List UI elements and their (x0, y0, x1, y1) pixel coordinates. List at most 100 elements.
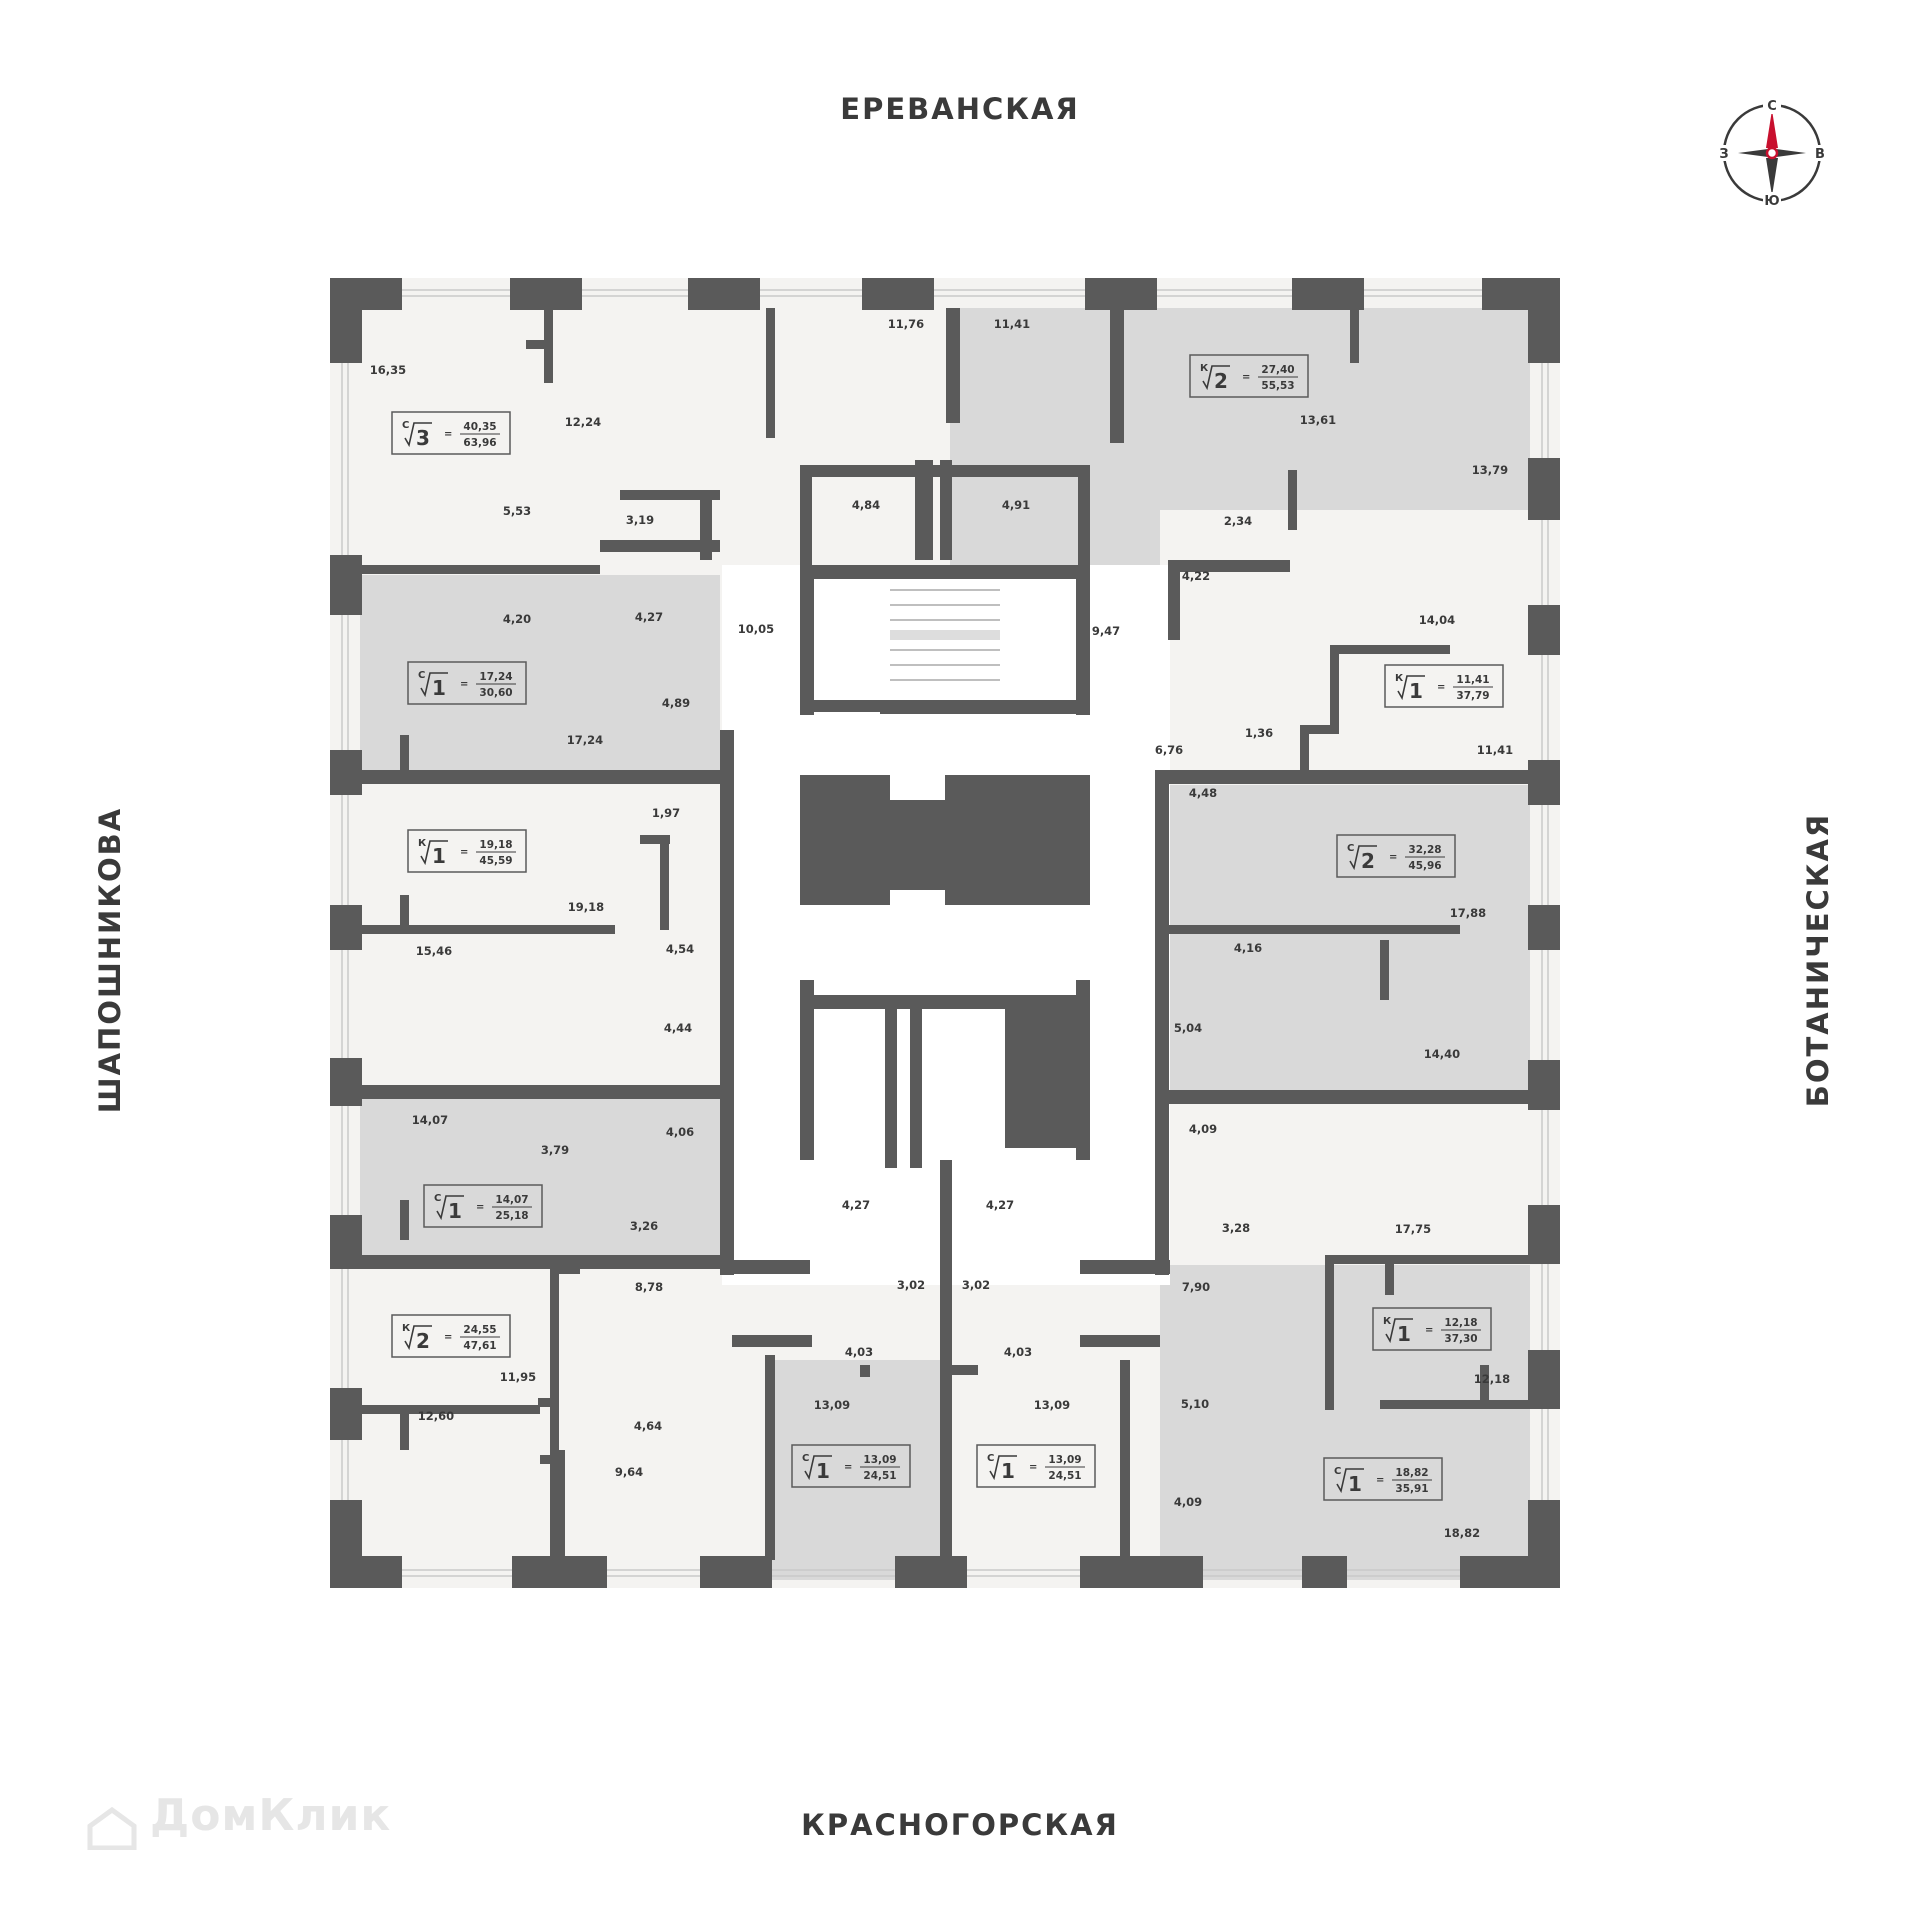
radical-sign (420, 840, 448, 866)
apartment-type: К (1395, 673, 1404, 684)
apartment-type: К (1383, 1316, 1392, 1327)
room-area: 13,61 (1300, 413, 1336, 427)
apartment-rooms: 1 (1348, 1472, 1362, 1496)
room-area: 14,04 (1419, 613, 1455, 627)
apartment-type: С (802, 1453, 809, 1464)
street-west: ШАПОШНИКОВА (93, 806, 127, 1114)
apartment-rooms: 2 (416, 1329, 430, 1353)
room-area: 13,09 (814, 1398, 850, 1412)
apartment-living-area: 24,55 (463, 1324, 496, 1336)
apartment-living-area: 17,24 (479, 671, 512, 683)
walls (330, 278, 1560, 1588)
apartment-equals: = (1376, 1475, 1384, 1486)
compass-needle-west (1738, 149, 1768, 157)
room-area: 6,76 (1155, 743, 1183, 757)
room-area: 17,88 (1450, 906, 1486, 920)
apartment-rooms: 1 (432, 676, 446, 700)
apartment-total-area: 45,59 (479, 855, 512, 867)
room-area: 7,90 (1182, 1280, 1210, 1294)
apartment-total-area: 45,96 (1408, 860, 1441, 872)
room-area: 4,84 (852, 498, 880, 512)
radical-sign (989, 1455, 1017, 1481)
apartment-equals: = (444, 429, 452, 440)
apartment-equals: = (1437, 682, 1445, 693)
room-area: 15,46 (416, 944, 452, 958)
radical-sign (404, 422, 432, 448)
compass-hub (1765, 146, 1779, 160)
compass-north-label: С (1767, 99, 1777, 114)
room-area: 4,64 (634, 1419, 662, 1433)
compass-south-label: Ю (1764, 194, 1779, 209)
apartment-equals: = (1389, 852, 1397, 863)
radical-sign (1397, 675, 1425, 701)
compass-needle-south (1766, 158, 1778, 196)
apartment-rooms: 1 (432, 844, 446, 868)
apartment-equals: = (460, 679, 468, 690)
room-area: 4,06 (666, 1125, 694, 1139)
room-area: 12,18 (1474, 1372, 1510, 1386)
apartment-living-area: 13,09 (1048, 1454, 1081, 1466)
apartment-living-area: 27,40 (1261, 364, 1294, 376)
radical-sign (404, 1325, 432, 1351)
apartment-equals: = (1425, 1325, 1433, 1336)
apartment-equals: = (844, 1462, 852, 1473)
room-area: 4,20 (503, 612, 531, 626)
apartment-living-area: 19,18 (479, 839, 512, 851)
grey-units (360, 308, 1530, 1580)
apartment-rooms: 1 (1397, 1322, 1411, 1346)
room-area: 3,26 (630, 1219, 658, 1233)
apartment-badge-frame (391, 411, 511, 455)
room-area: 18,82 (1444, 1526, 1480, 1540)
room-area: 4,16 (1234, 941, 1262, 955)
room-area: 16,35 (370, 363, 406, 377)
room-area: 3,79 (541, 1143, 569, 1157)
room-area: 4,44 (664, 1021, 692, 1035)
apartment-total-area: 35,91 (1395, 1483, 1428, 1495)
apartment-total-area: 37,30 (1444, 1333, 1477, 1345)
apartment-living-area: 12,18 (1444, 1317, 1477, 1329)
room-area: 5,10 (1181, 1397, 1209, 1411)
street-south: КРАСНОГОРСКАЯ (801, 1808, 1119, 1842)
room-area: 4,03 (1004, 1345, 1032, 1359)
room-area: 4,54 (666, 942, 694, 956)
apartment-rooms: 1 (448, 1199, 462, 1223)
apartment-equals: = (1029, 1462, 1037, 1473)
room-area: 17,24 (567, 733, 603, 747)
apartment-badge-frame (1323, 1457, 1443, 1501)
room-area: 17,75 (1395, 1222, 1431, 1236)
radical-sign (1202, 365, 1230, 391)
apartment-badge-frame (1189, 354, 1309, 398)
room-area: 11,95 (500, 1370, 536, 1384)
room-area: 13,09 (1034, 1398, 1070, 1412)
watermark: ДомКлик (150, 1790, 392, 1841)
room-area: 9,47 (1092, 624, 1120, 638)
room-labels: 16,35 12,24 11,76 11,41 13,61 13,79 5,53… (370, 317, 1513, 1540)
room-area: 4,09 (1174, 1495, 1202, 1509)
apartment-rooms: 1 (1001, 1459, 1015, 1483)
room-area: 4,27 (635, 610, 663, 624)
room-area: 9,64 (615, 1465, 643, 1479)
room-area: 11,41 (994, 317, 1030, 331)
apartment-badge-frame (407, 661, 527, 705)
room-area: 8,78 (635, 1280, 663, 1294)
apartment-total-area: 25,18 (495, 1210, 528, 1222)
apartment-total-area: 37,79 (1456, 690, 1489, 702)
apartment-badge-frame (423, 1184, 543, 1228)
compass: С Ю З В (1716, 98, 1828, 209)
room-area: 3,02 (962, 1278, 990, 1292)
apartment-badge-frame (791, 1444, 911, 1488)
apartment-type: С (1347, 843, 1354, 854)
apartment-living-area: 18,82 (1395, 1467, 1428, 1479)
room-area: 4,03 (845, 1345, 873, 1359)
room-area: 5,04 (1174, 1021, 1202, 1035)
room-area: 4,09 (1189, 1122, 1217, 1136)
apartment-badge-frame (1336, 834, 1456, 878)
apartment-total-area: 63,96 (463, 437, 496, 449)
apartment-badge-frame (1384, 664, 1504, 708)
apartment-badge-frame (976, 1444, 1096, 1488)
